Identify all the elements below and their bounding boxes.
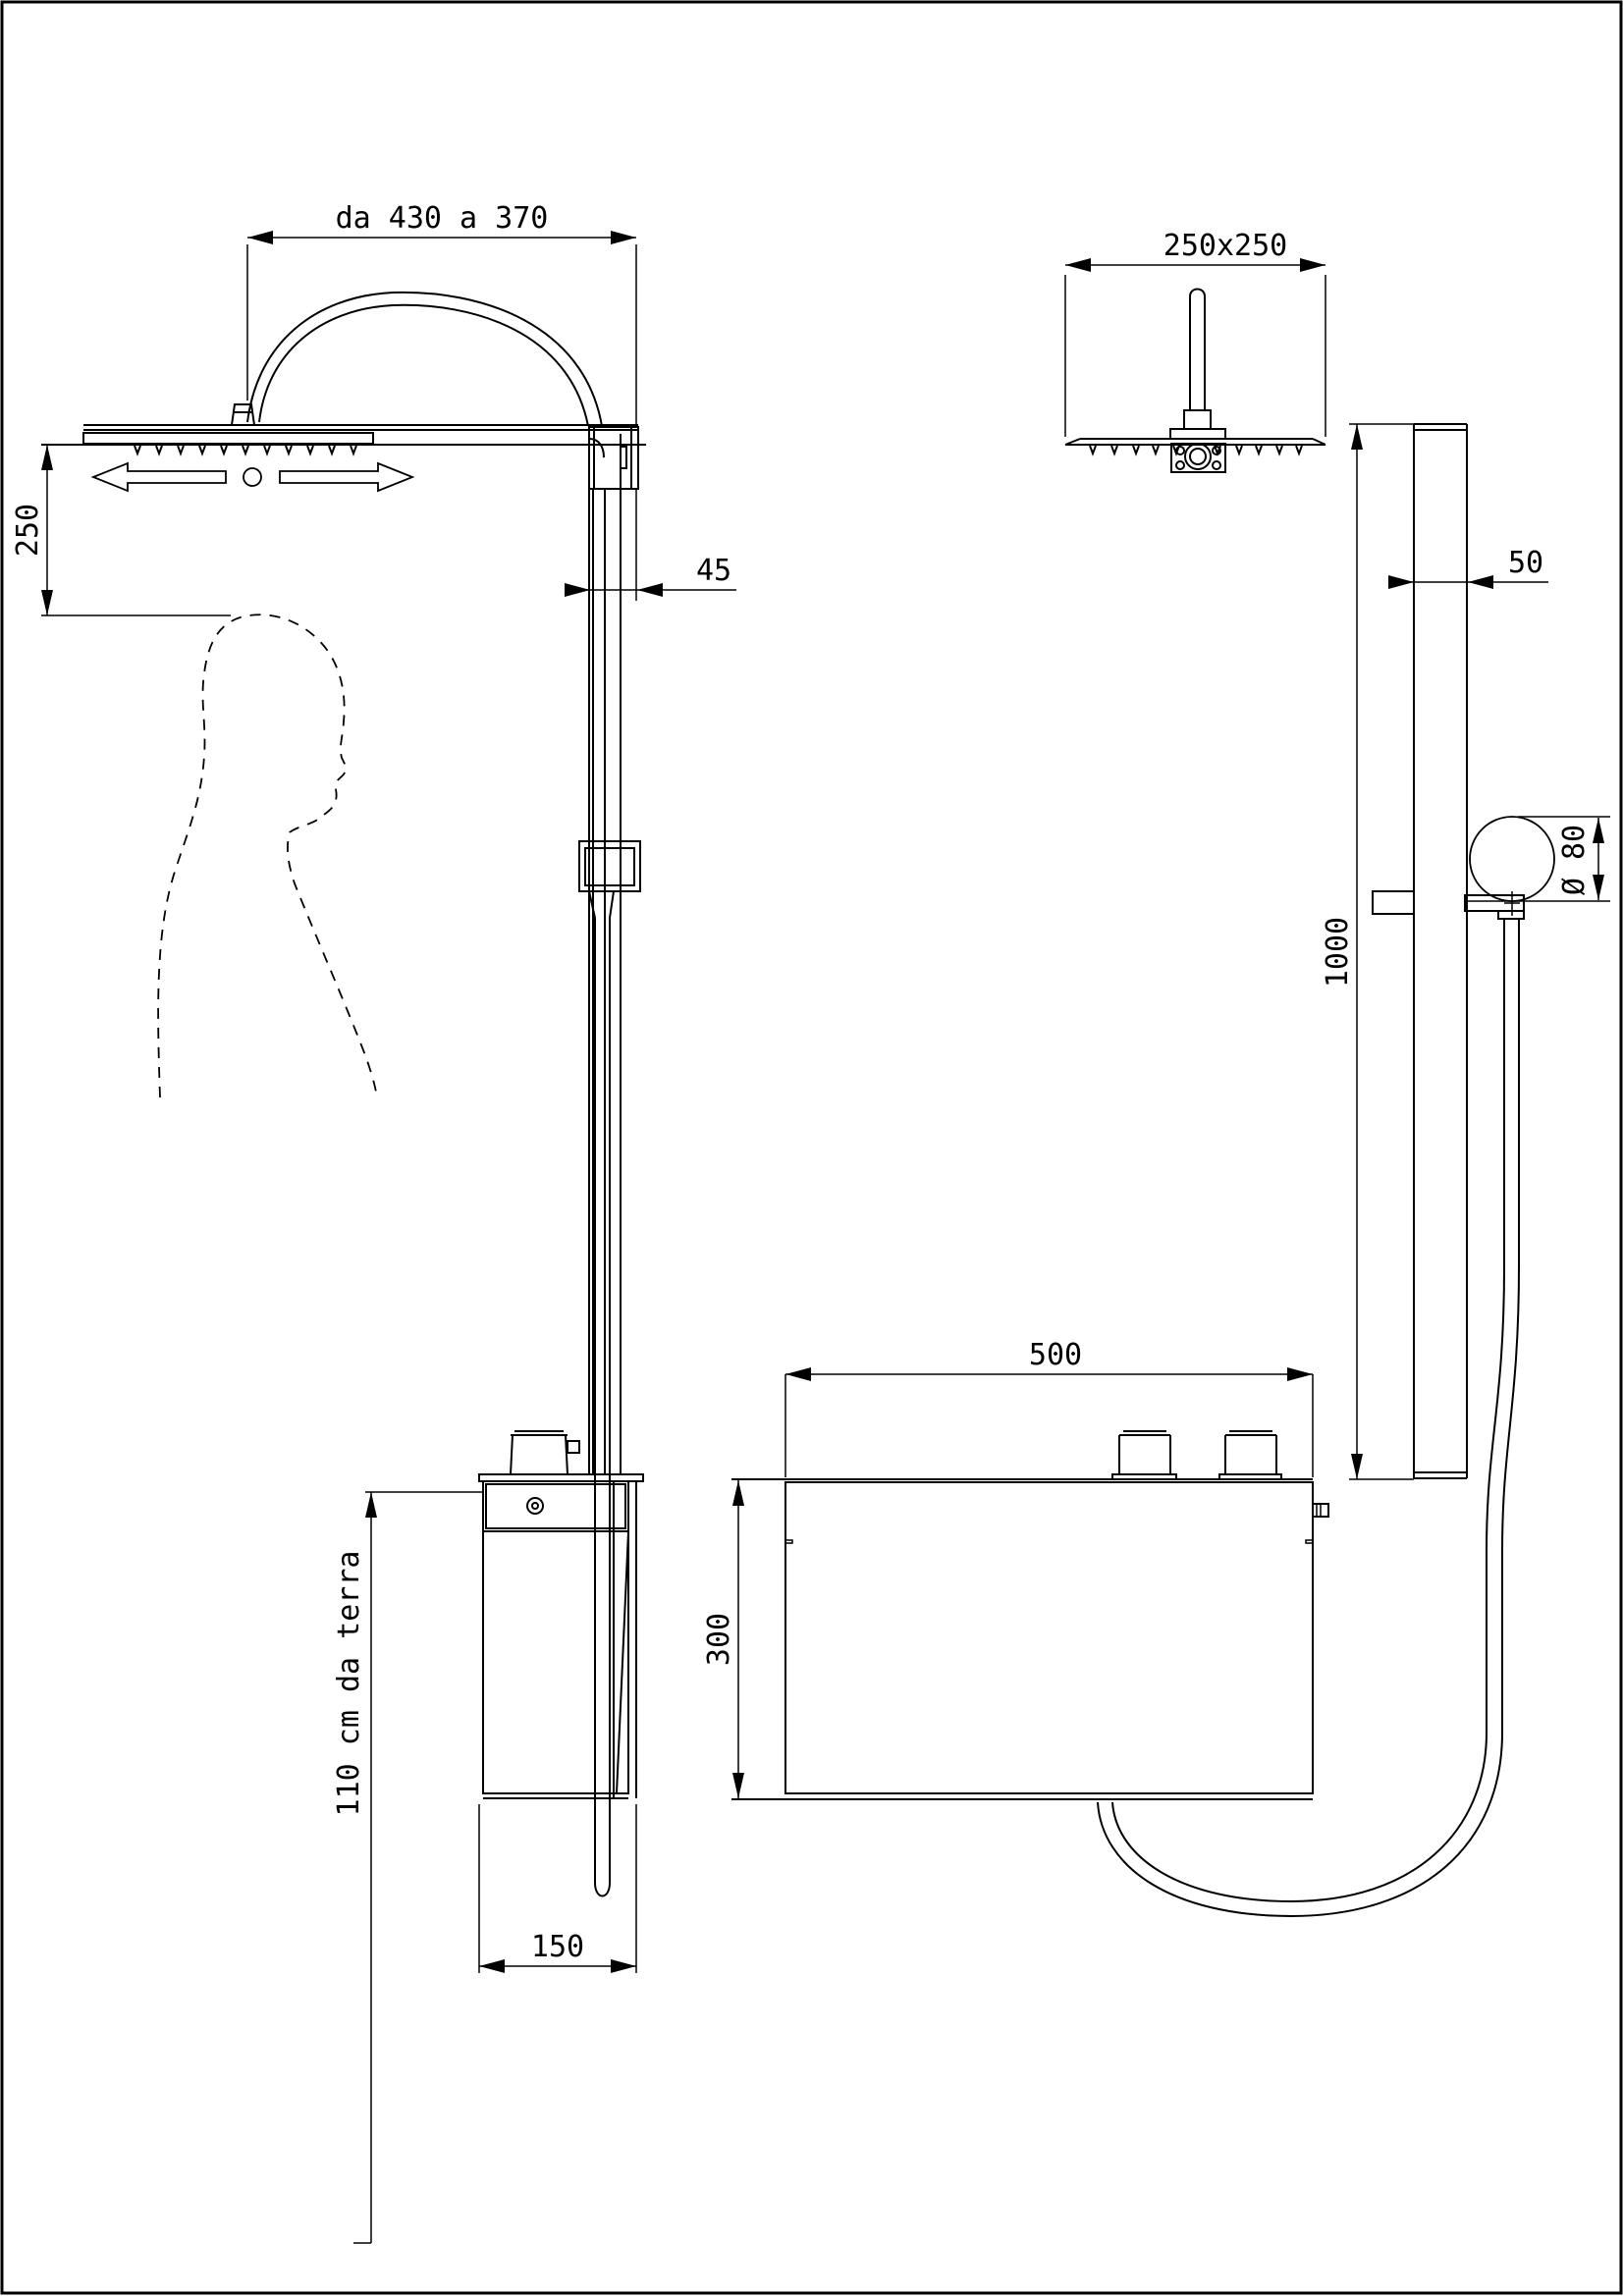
shower-arm-outer: [246, 291, 603, 427]
label-install-height: 110 cm da terra: [332, 1551, 366, 1817]
shower-hose-upper: [1486, 919, 1520, 1674]
label-arm-reach: da 430 a 370: [336, 201, 549, 236]
wall-column-front: [1372, 423, 1468, 1479]
swivel-arrows-icon: [90, 461, 415, 493]
side-view: [41, 291, 646, 1897]
stem-connector: [1183, 409, 1212, 430]
dim-line-head-size: [1064, 264, 1326, 437]
dim-line-column-height: [1349, 423, 1414, 1480]
hand-shower-tip: [594, 1882, 611, 1897]
wall-bracket-top: [588, 426, 639, 490]
box-body-side: [482, 1530, 629, 1794]
label-box-depth: 150: [531, 1930, 584, 1964]
head-stem-front: [1189, 288, 1206, 410]
arm-connector: [231, 403, 255, 426]
shower-arm-inner: [258, 303, 589, 427]
mixer-knob-right: [1218, 1430, 1282, 1480]
box-top-plate-side: [478, 1473, 644, 1482]
label-head-clearance: 250: [11, 504, 45, 557]
ceiling-arm-bar: [83, 424, 638, 431]
wall-plate-side: [613, 1481, 637, 1798]
mixer-knob-side: [510, 1430, 580, 1475]
dimension-labels: da 430 a 370 250x250 250 45 50 1000 Ø 80…: [11, 201, 1592, 1964]
person-silhouette: [157, 614, 378, 1098]
dimension-arrowheads: [41, 231, 1604, 1973]
label-column-height: 1000: [1321, 917, 1355, 988]
wall-column-side: [588, 489, 622, 1474]
front-view: [731, 288, 1555, 1918]
box-body-front: [784, 1481, 1314, 1794]
dim-line-head-clearance: [41, 445, 231, 616]
spray-nozzles-side: [134, 445, 357, 456]
outlet-connector: [1312, 1503, 1329, 1518]
mixer-box-side: [478, 1430, 644, 1799]
label-box-height: 300: [702, 1613, 736, 1666]
rain-shower-head-side: [82, 432, 374, 445]
rain-shower-head-front: [1064, 438, 1326, 473]
dim-line-install-height: [353, 1491, 483, 2244]
label-head-size: 250x250: [1163, 229, 1287, 263]
mixer-box-front: [731, 1430, 1329, 1800]
stem-flange: [1169, 428, 1226, 440]
mixer-knob-left: [1111, 1430, 1177, 1480]
dim-line-box-depth: [478, 1804, 637, 1973]
handle-holder: [1464, 894, 1525, 912]
shower-hose-loop: [1097, 1674, 1503, 1918]
slider-bracket-front: [1372, 890, 1415, 915]
hand-shower-side: [578, 840, 641, 1897]
dimension-lines: [41, 237, 1610, 2244]
label-column-width: 50: [1508, 546, 1543, 580]
dim-line-arm-reach: [246, 237, 637, 425]
hand-shower-handle: [1464, 816, 1555, 920]
label-handle-diameter: Ø 80: [1557, 825, 1592, 895]
mounting-flange: [1170, 443, 1226, 473]
diverter-button: [526, 1497, 544, 1515]
dim-line-box-width: [784, 1373, 1314, 1477]
label-box-width: 500: [1029, 1338, 1082, 1372]
label-column-depth: 45: [696, 554, 731, 588]
